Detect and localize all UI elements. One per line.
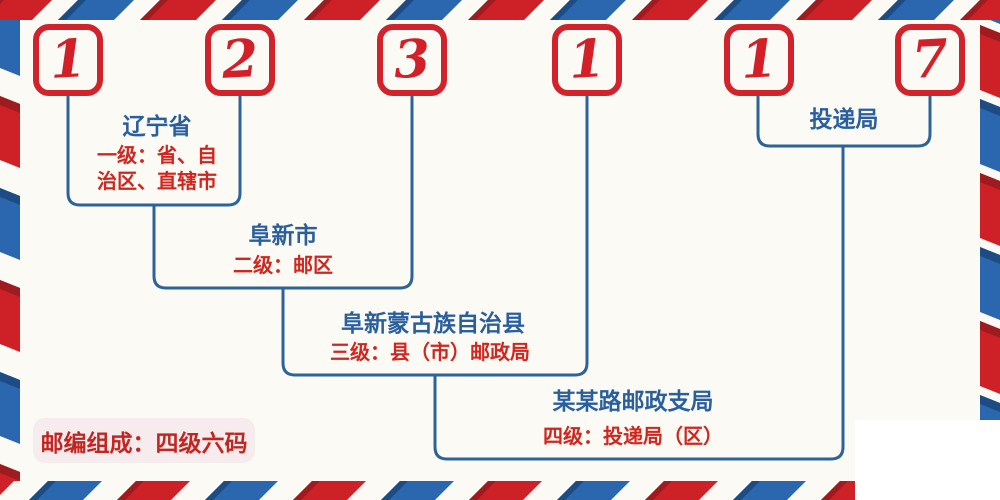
level4-bracket <box>433 146 845 461</box>
digit-5: 1 <box>739 28 779 91</box>
digit-2: 2 <box>220 28 260 91</box>
level1-name-label: 辽宁省 <box>122 114 192 139</box>
digit-box-1: 1 <box>33 24 103 96</box>
blank-corner-area <box>855 420 1000 500</box>
delivery-office-bracket <box>756 96 932 148</box>
airmail-border-right <box>980 20 1000 420</box>
digit-box-3: 3 <box>377 24 447 96</box>
digit-box-5: 1 <box>724 24 794 96</box>
badge-text: 邮编组成：四级六码 <box>40 430 248 456</box>
digit-4: 1 <box>567 28 607 91</box>
digit-box-2: 2 <box>205 24 275 96</box>
digit-1: 1 <box>48 28 88 91</box>
level4-desc-label: 四级：投递局（区） <box>543 426 723 448</box>
delivery-office-label: 投递局 <box>809 107 879 132</box>
level2-desc-label: 二级：邮区 <box>233 255 333 277</box>
level4-name-label: 某某路邮政支局 <box>552 389 714 414</box>
airmail-border-bottom <box>0 481 856 500</box>
airmail-border-left <box>0 20 20 481</box>
level3-name-label: 阜新蒙古族自治县 <box>341 311 525 336</box>
digit-6: 7 <box>910 28 950 91</box>
level2-name-label: 阜新市 <box>248 223 318 248</box>
airmail-border-top <box>0 0 1000 20</box>
level3-desc-label: 三级：县（市）邮政局 <box>330 342 530 364</box>
level1-desc-label: 一级：省、自 治区、直辖市 <box>97 145 217 193</box>
digit-box-6: 7 <box>895 24 965 96</box>
postal-code-composition-badge: 邮编组成：四级六码 <box>33 418 255 463</box>
digit-box-4: 1 <box>552 24 622 96</box>
digit-3: 3 <box>392 28 432 91</box>
